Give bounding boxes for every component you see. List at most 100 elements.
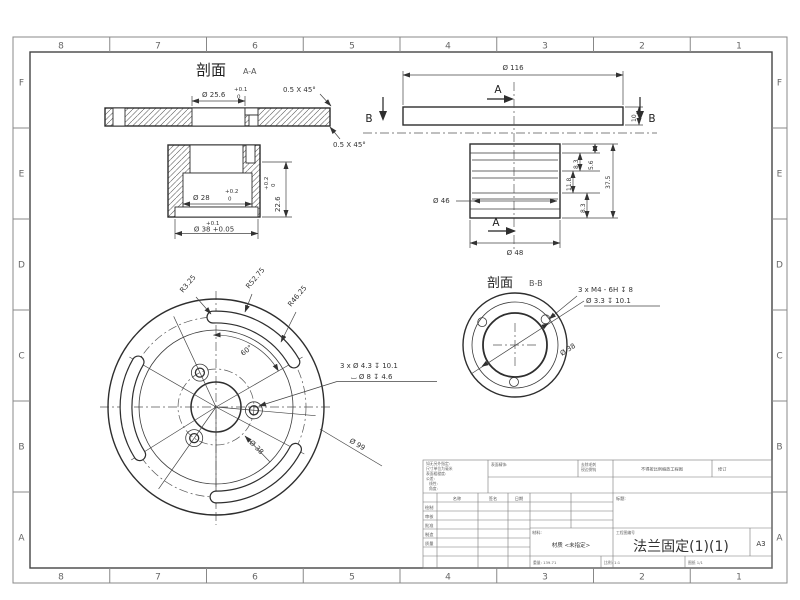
dim-8-3-top: 8.3 xyxy=(573,159,580,169)
tb-row-3: 批准 xyxy=(425,522,433,529)
tb-row-2: 审核 xyxy=(425,513,434,520)
dim-25-6-lines xyxy=(191,96,246,106)
bb-callout-line2: Ø 3.3 ↧ 10.1 xyxy=(586,297,631,305)
zone-col-top: 6 xyxy=(252,42,258,52)
zone-col-bottom: 2 xyxy=(639,573,645,583)
tb-note-5: 线性: xyxy=(429,481,438,486)
zone-col-bottom: 5 xyxy=(349,573,355,583)
tb-col-date: 日期 xyxy=(515,496,523,502)
tb-note-3: 表面粗糙度: xyxy=(426,471,446,476)
tb-sheet: 图纸 1/1 xyxy=(688,560,703,565)
section-arrow-a-label: A xyxy=(494,84,502,96)
zone-row-right: A xyxy=(776,534,783,544)
view-hub-section: Ø 28 +0.2 0 22.6 +0.2 0 +0.1 Ø 38 +0.05 xyxy=(167,144,292,239)
zone-col-top: 1 xyxy=(736,42,742,52)
tb-note-1: 如无另外指定: xyxy=(426,461,450,466)
face-callout-line2: ⌴ Ø 8 ↧ 4.6 xyxy=(351,373,393,381)
chamfer-bottom: 0.5 X 45° xyxy=(333,141,366,149)
zone-row-right: B xyxy=(776,443,782,453)
title-block: 如无另外指定: 尺寸单位为毫米 表面粗糙度: 公差: 线性: 角度: 表面精饰:… xyxy=(422,459,773,569)
tb-revision: 修订 xyxy=(718,466,726,473)
tb-row-1: 绘制 xyxy=(425,504,433,511)
tb-dwg-title: 法兰固定(1)(1) xyxy=(633,539,729,555)
zone-col-bottom: 4 xyxy=(445,573,451,583)
dim-r3-25: R3.25 xyxy=(178,273,197,294)
zone-row-left: F xyxy=(19,79,24,89)
view-top-disc: Ø 116 10 A B B xyxy=(363,64,657,252)
face-spokes xyxy=(129,316,316,507)
zone-row-left: D xyxy=(18,261,25,271)
zone-row-left: B xyxy=(18,443,24,453)
zone-col-top: 4 xyxy=(445,42,451,52)
dim-48-lines xyxy=(469,220,561,248)
dim-8-3-bot: 8.3 xyxy=(580,203,587,213)
dim-25-6: Ø 25.6 xyxy=(202,91,226,99)
dim-37-5: 37.5 xyxy=(605,175,612,189)
view-cylinder: 8.3 5.6 11.8 8.3 37.5 Ø 46 Ø 48 A xyxy=(433,143,618,257)
zone-row-right: E xyxy=(777,170,783,180)
dim-60deg: 60° xyxy=(239,344,254,358)
dim-22-6: 22.6 xyxy=(274,196,282,212)
dim-28-tol-l: 0 xyxy=(228,197,232,203)
dim-25-6-tol-u: +0.1 xyxy=(234,87,247,93)
dim-25-6-tol-l: 0 xyxy=(237,95,241,101)
section-aa-suffix: A-A xyxy=(243,67,257,76)
tb-dwg-label: 工程图编号 xyxy=(616,530,635,535)
section-bb-title: 剖面 xyxy=(487,276,513,291)
tb-scale: 比例: 1:1 xyxy=(604,560,621,565)
dim-5-6: 5.6 xyxy=(588,160,595,170)
tb-note-6: 角度: xyxy=(429,486,438,491)
face-slots xyxy=(119,310,302,504)
section-arrow-b-right-label: B xyxy=(648,113,655,125)
dim-28-tol-u: +0.2 xyxy=(225,189,238,195)
zone-col-top: 3 xyxy=(542,42,548,52)
zone-col-top: 2 xyxy=(639,42,645,52)
zone-col-top: 5 xyxy=(349,42,355,52)
dim-38-lines xyxy=(174,219,259,239)
zone-ticks xyxy=(13,37,787,583)
zone-col-top: 8 xyxy=(58,42,64,52)
face-callout: 3 x Ø 4.3 ↧ 10.1 ⌴ Ø 8 ↧ 4.6 xyxy=(258,362,437,407)
zone-col-top: 7 xyxy=(155,42,161,52)
view-face: 60° R3.25 R52.75 R46.25 Ø 38 Ø 99 3 x Ø … xyxy=(100,266,437,525)
zone-row-left: A xyxy=(18,534,25,544)
cyl-ext-lines xyxy=(562,143,618,219)
dim-10: 10 xyxy=(631,114,638,122)
zone-col-bottom: 1 xyxy=(736,573,742,583)
tb-deburr-1: 去除毛刺 xyxy=(581,462,596,467)
dim-46: Ø 46 xyxy=(433,197,450,205)
face-callout-line1: 3 x Ø 4.3 ↧ 10.1 xyxy=(340,362,398,370)
tb-weight: 重量: 139.71 xyxy=(533,560,557,565)
dim-38: Ø 38 +0.05 xyxy=(194,226,234,234)
tb-material-value: 材质 <未指定> xyxy=(552,541,591,549)
dim-116: Ø 116 xyxy=(502,64,524,72)
tb-do-not-scale: 不得按比例缩放工程图 xyxy=(641,466,683,473)
dim-bb-38: Ø 38 xyxy=(559,342,577,358)
tb-row-4: 制造 xyxy=(425,531,434,538)
view-section-bb: 剖面 B-B Ø 38 3 x M4 - 6H ↧ 8 Ø 3.3 ↧ 10.1 xyxy=(462,276,660,398)
tb-deburr-2: 锐边倒钝 xyxy=(581,467,596,472)
dim-r52-75: R52.75 xyxy=(244,266,266,290)
sheet-frame: 8 7 6 5 4 3 2 1 8 7 6 5 4 3 2 1 F E D C … xyxy=(12,36,788,584)
title-block-grid xyxy=(422,459,773,569)
chamfer-top: 0.5 X 45° xyxy=(283,86,316,94)
dim-38-tol: +0.1 xyxy=(206,221,219,227)
zone-col-bottom: 7 xyxy=(155,573,161,583)
tb-row-5: 质量 xyxy=(425,540,433,547)
tb-note-2: 尺寸单位为毫米 xyxy=(426,466,453,471)
title-block-text: 如无另外指定: 尺寸单位为毫米 表面粗糙度: 公差: 线性: 角度: 表面精饰:… xyxy=(425,461,766,565)
zone-col-bottom: 3 xyxy=(542,573,548,583)
dim-11-8: 11.8 xyxy=(566,177,573,191)
dim-r46-25: R46.25 xyxy=(286,284,308,308)
dim-116-lines xyxy=(402,71,624,105)
dim-face-38: Ø 38 xyxy=(248,439,265,456)
zone-labels: 8 7 6 5 4 3 2 1 8 7 6 5 4 3 2 1 F E D C … xyxy=(18,42,783,583)
view-section-aa: 剖面 A-A Ø 25.6 +0.1 0 0.5 X 45° 0.5 X 45° xyxy=(104,61,366,149)
dim-48: Ø 48 xyxy=(507,249,524,257)
tb-material-label: 材料: xyxy=(532,529,542,536)
section-aa-title: 剖面 xyxy=(196,61,226,79)
tb-paper-size: A3 xyxy=(756,540,765,548)
zone-col-bottom: 6 xyxy=(252,573,258,583)
